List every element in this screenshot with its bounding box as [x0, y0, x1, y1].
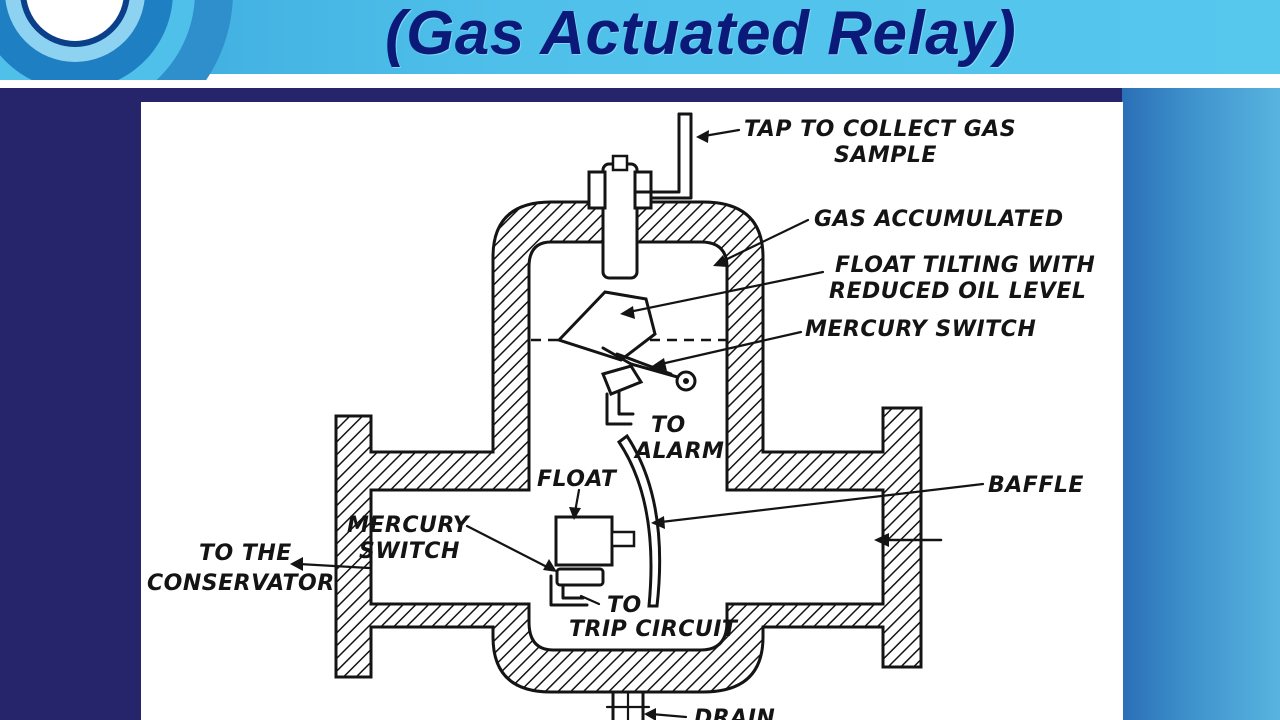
slide-title: (Gas Actuated Relay)	[385, 0, 1017, 68]
label-conservator-line1: TO THE	[199, 541, 292, 566]
right-gradient-band	[1122, 88, 1280, 720]
diagram-panel: TAP TO COLLECT GAS SAMPLE GAS ACCUMULATE…	[141, 102, 1123, 720]
label-to-alarm-line2: ALARM	[633, 439, 724, 464]
gas-tap	[587, 112, 693, 280]
label-mercury-switch-lower-line1: MERCURY	[347, 513, 471, 538]
label-float: FLOAT	[537, 467, 618, 492]
upper-mercury-switch	[600, 346, 697, 426]
label-mercury-switch-upper: MERCURY SWITCH	[805, 317, 1036, 342]
label-float-tilting-line1: FLOAT TILTING WITH	[835, 253, 1095, 278]
label-to-trip-line2: TRIP CIRCUIT	[569, 617, 739, 642]
label-drain: DRAIN	[694, 706, 775, 720]
label-to-alarm-line1: TO	[651, 413, 686, 438]
label-tap-line1: TAP TO COLLECT GAS	[744, 117, 1016, 142]
label-tap-line2: SAMPLE	[834, 143, 937, 168]
label-float-tilting-line2: REDUCED OIL LEVEL	[829, 279, 1086, 304]
header-decoration-circle-icon	[0, 0, 233, 80]
flow-direction-arrow	[874, 533, 943, 547]
header-divider	[0, 74, 1280, 88]
label-gas-accumulated: GAS ACCUMULATED	[814, 207, 1064, 232]
drain-fitting	[605, 690, 651, 720]
label-to-trip-line1: TO	[607, 593, 642, 618]
lower-float	[554, 515, 614, 567]
lower-mercury-switch	[549, 567, 605, 607]
leader-lines	[290, 128, 985, 720]
buchholz-relay-diagram: TAP TO COLLECT GAS SAMPLE GAS ACCUMULATE…	[147, 112, 1095, 720]
label-conservator-line2: CONSERVATOR	[147, 571, 335, 596]
baffle-plate	[616, 433, 662, 608]
label-mercury-switch-lower-line2: SWITCH	[359, 539, 460, 564]
label-baffle: BAFFLE	[988, 473, 1084, 498]
